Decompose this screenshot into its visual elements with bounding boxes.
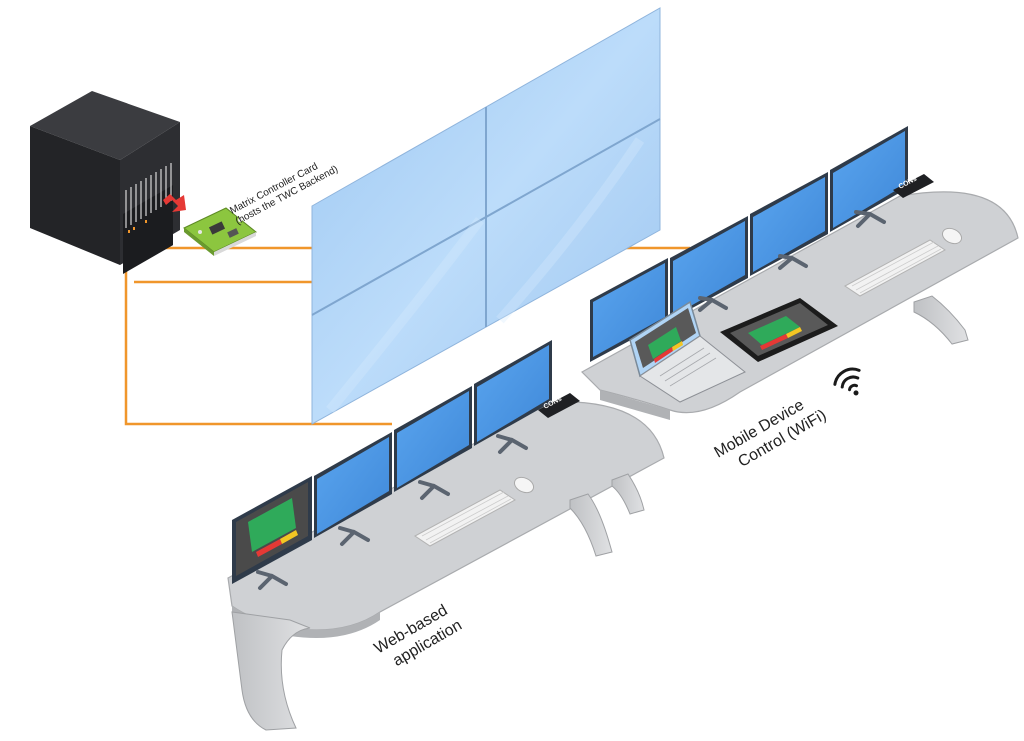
insert-arrow-icon (163, 194, 186, 212)
video-wall (311, 7, 661, 425)
keyboard-icon (414, 489, 516, 547)
monitor (394, 386, 472, 492)
mouse-icon (941, 227, 963, 245)
monitor (830, 126, 908, 232)
web-app-label: Web-based application (372, 602, 465, 670)
monitor-web-app (232, 476, 312, 584)
monitor (590, 258, 668, 362)
monitor (670, 216, 748, 320)
monitor (750, 172, 828, 276)
monitor (474, 340, 552, 446)
mobile-control-label: Mobile Device Control (WiFi) (712, 396, 830, 470)
keyboard-icon (844, 239, 946, 297)
chassis-io-panel (123, 163, 173, 274)
back-console-monitors (590, 126, 908, 362)
matrix-controller-card (183, 207, 257, 256)
matrix-chassis (30, 91, 180, 274)
tablet (720, 298, 838, 362)
cable-to-front-console (124, 255, 392, 426)
mouse-icon (513, 476, 535, 494)
laptop (629, 300, 746, 403)
wifi-icon (833, 367, 861, 396)
monitor (314, 432, 392, 538)
front-console-desk (227, 401, 665, 731)
front-console-monitors (232, 340, 552, 590)
